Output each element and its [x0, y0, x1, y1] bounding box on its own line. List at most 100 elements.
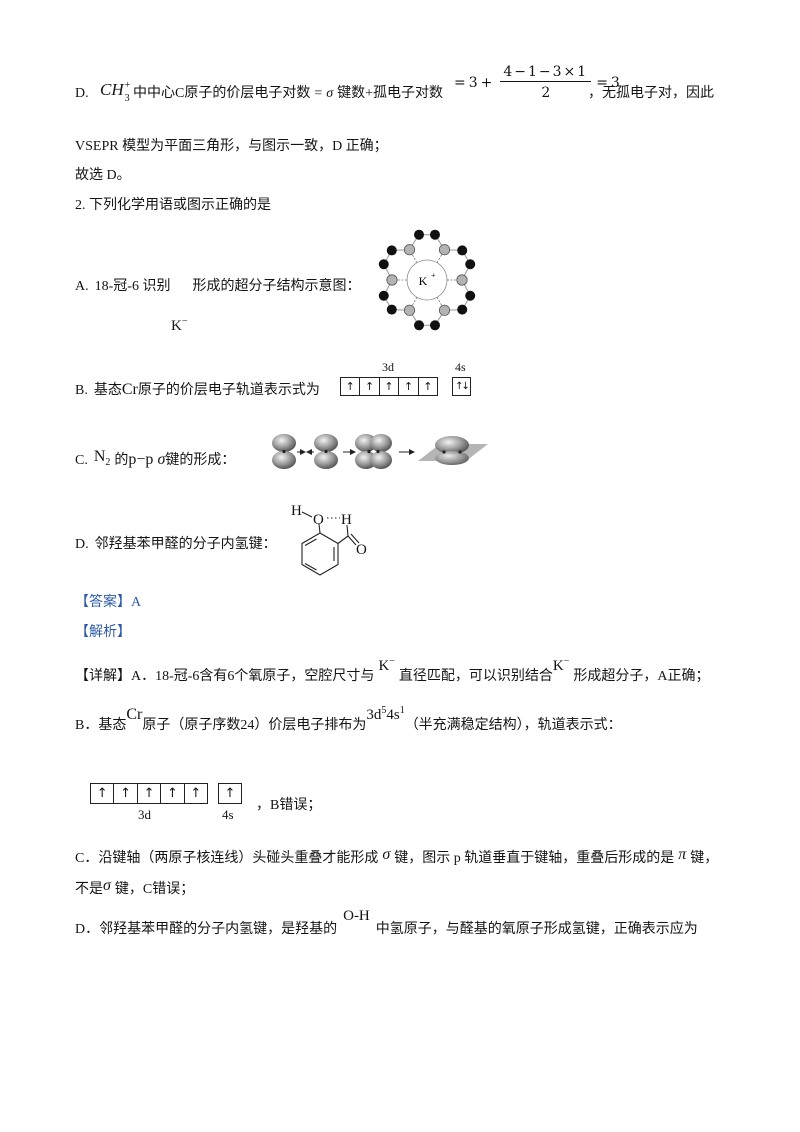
detail-d: D．邻羟基苯甲醛的分子内氢键，是羟基的O-H中氢原子，与醛基的氧原子形成氢键，正… — [75, 908, 698, 940]
pi-lobe-lower — [435, 451, 469, 465]
orbital-box: ↑ — [113, 784, 136, 803]
text-segment: C．沿键轴（两原子核连线）头碰头重叠才能形成 — [75, 851, 379, 866]
orbital-box: ↑ — [378, 378, 398, 395]
sigma-symbol: σ — [103, 877, 111, 894]
c-h-bond — [346, 524, 349, 537]
pi-symbol: π — [678, 846, 687, 863]
text-segment: 原子的价层电子轨道表示式为 — [137, 383, 320, 398]
misplaced-ion: K− — [171, 316, 187, 338]
oxygen-atom — [456, 274, 468, 286]
paragraph-line: VSEPR 模型为平面三角形，与图示一致，D 正确； — [75, 139, 388, 154]
detail-b: B．基态Cr原子（原子序数24）价层电子排布为3d54s1（半充满稳定结构），轨… — [75, 705, 622, 737]
pi-lobe-upper — [435, 436, 469, 454]
text-segment: 中氢原子，与醛基的氧原子形成氢键，正确表示应为 — [375, 922, 698, 937]
sigma-symbol: σ — [326, 86, 334, 101]
ion-k: K− — [553, 656, 570, 674]
orbital-box: ↑ — [183, 784, 207, 803]
orbital-lobe — [272, 434, 296, 452]
option-b: B.基态Cr原子的价层电子轨道表示式为 — [75, 380, 320, 401]
orbital-lobe — [370, 451, 392, 469]
text-segment: 18-冠-6 识别 — [94, 279, 171, 294]
atom-h: H — [341, 512, 352, 528]
ion-charge: − — [181, 316, 188, 327]
o-h-bond — [301, 511, 313, 518]
fraction: 4−1−3×1 2 — [500, 63, 592, 104]
pi-bond-result — [418, 436, 488, 465]
orbital-lobe — [272, 451, 296, 469]
option-label: D. — [75, 86, 89, 101]
orbital-box: ↑ — [136, 784, 160, 803]
config-term: 3d — [366, 707, 382, 723]
carbon-atom — [465, 259, 476, 270]
carbon-atom — [429, 229, 440, 240]
coordination-line — [436, 254, 442, 263]
nucleus — [458, 450, 462, 454]
text-segment: D．邻羟基苯甲醛的分子内氢键，是羟基的 — [75, 922, 338, 937]
orbital-box: ↑ — [359, 378, 378, 395]
text-segment: 形成超分子，A正确； — [573, 669, 710, 684]
ion-charge: − — [563, 656, 570, 667]
element-symbol: Cr — [121, 381, 138, 398]
coordination-line — [436, 297, 442, 306]
carbon-atom — [414, 229, 425, 240]
carbon-atom — [386, 245, 397, 256]
carbon-atom — [378, 259, 389, 270]
text-segment: 键的形成： — [165, 453, 236, 468]
text-segment: 基态 — [93, 383, 122, 398]
c-o-bond — [318, 523, 321, 534]
oxygen-atom — [386, 274, 398, 286]
ring-double-bond — [304, 538, 317, 546]
ring-double-bond — [304, 563, 317, 571]
orbital-label-4s: 4s — [455, 360, 466, 374]
fraction-numerator: 4−1−3×1 — [503, 63, 589, 80]
ion-symbol: K — [171, 318, 182, 334]
atom-o: O — [313, 512, 324, 528]
orbital-lobe — [314, 434, 338, 452]
sigma-symbol: σ — [382, 846, 391, 863]
p-orbital-1 — [272, 434, 296, 469]
detail-a: 【详解】A．18-冠-6含有6个氧原子，空腔尺寸与K−直径匹配，可以识别结合K−… — [75, 656, 710, 688]
text-segment: 键， — [690, 851, 719, 866]
electron-configuration: 3d54s1 — [366, 705, 404, 723]
oxygen-atom — [438, 244, 451, 256]
fraction-denominator: 2 — [541, 84, 551, 101]
oxygen-atom — [403, 244, 416, 256]
option-label: D. — [75, 537, 89, 552]
oxygen-atom — [438, 304, 451, 316]
sigma-symbol: σ — [157, 451, 166, 468]
equation-right: =3 — [596, 75, 623, 91]
orbital-box: ↑ — [417, 378, 437, 395]
text-segment: （半充满稳定结构），轨道表示式： — [404, 718, 622, 733]
orbital-box: ↑↓ — [455, 380, 470, 392]
text-segment: 形成的超分子结构示意图： — [192, 279, 361, 294]
ion-symbol: K — [378, 658, 390, 674]
text-segment: 键，C错误； — [114, 882, 195, 897]
oxygen-atom — [403, 304, 416, 316]
config-term: 4s — [386, 707, 400, 723]
atom-h: H — [291, 503, 302, 519]
orbital-label-3d: 3d — [138, 807, 151, 822]
species-base: CH — [100, 80, 124, 99]
orbital-label-3d: 3d — [382, 360, 394, 374]
nucleus — [282, 449, 286, 454]
element-symbol: Cr — [126, 706, 143, 723]
orbital-boxes-3d: ↑ ↑ ↑ ↑ ↑ — [340, 377, 438, 396]
p-orbital-2 — [314, 434, 338, 469]
coordination-line — [412, 254, 418, 263]
carbon-atom — [414, 320, 425, 331]
chemical-species: CH+3 — [100, 80, 132, 104]
species-subscript: 3 — [124, 93, 130, 104]
overlapping-orbitals — [355, 434, 392, 469]
crown-ether-diagram: K + — [378, 229, 476, 331]
carbon-atom — [378, 290, 389, 301]
paragraph-line: 故选 D。 — [75, 168, 131, 183]
ion-k: K− — [378, 656, 394, 674]
orbital-box: ↑ — [160, 784, 183, 803]
orbital-lobe — [370, 434, 392, 452]
cavity-ion: K — [419, 274, 428, 288]
text-segment: 键数+孤电子对数 — [337, 86, 444, 101]
text-segment: 直径匹配，可以识别结合 — [398, 669, 553, 684]
